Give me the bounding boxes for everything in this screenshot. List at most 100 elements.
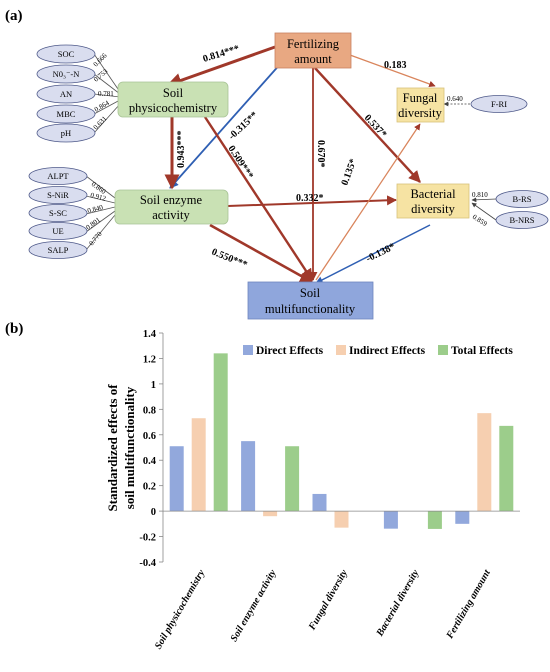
legend-swatch <box>336 345 346 355</box>
x-tick-label: Bacterial diversity <box>374 568 422 640</box>
coef-physico-multi: 0.509*** <box>225 144 255 181</box>
bar-total-effects <box>285 446 299 511</box>
y-ticks: 1.41.210.80.60.40.20-0.2-0.4 <box>139 329 163 569</box>
legend-swatch <box>438 345 448 355</box>
ellipse-salp: SALP <box>29 242 87 259</box>
loading-ssc: 0.840 <box>87 203 105 215</box>
x-tick-label: Fungal diversity <box>306 568 350 633</box>
svg-text:N0₃⁻-N: N0₃⁻-N <box>53 69 80 79</box>
svg-text:B-RS: B-RS <box>513 194 532 204</box>
loading-mbc: 0.864 <box>93 99 111 114</box>
bar-indirect-effects <box>192 418 206 511</box>
coef-bacterial-multi: -0.138* <box>364 241 397 264</box>
box-fertilizing: Fertilizing amount <box>275 33 351 68</box>
y-tick-label: 0.4 <box>143 456 157 467</box>
path-fert-enzyme <box>170 62 282 188</box>
ellipse-fri: F-RI <box>471 96 527 113</box>
loading-ph: 0.631 <box>92 114 109 131</box>
svg-text:physicochemistry: physicochemistry <box>129 101 218 115</box>
y-axis-title-line-2: soil multifunctionality <box>122 386 137 509</box>
legend-label: Indirect Effects <box>349 345 426 357</box>
ellipse-an: AN <box>37 85 95 103</box>
svg-text:multifunctionality: multifunctionality <box>265 302 356 316</box>
y-tick-label: 1.2 <box>143 354 156 365</box>
bar-indirect-effects <box>263 511 277 516</box>
y-axis-title: Standardized effects of soil multifuncti… <box>105 384 137 512</box>
svg-text:Soil enzyme: Soil enzyme <box>140 193 203 207</box>
bar-direct-effects <box>455 511 469 524</box>
ellipse-ue: UE <box>29 223 87 240</box>
svg-text:SALP: SALP <box>48 245 69 255</box>
box-multifunctionality: Soil multifunctionality <box>248 282 373 319</box>
legend-label: Total Effects <box>451 345 513 357</box>
bar-indirect-effects <box>477 413 491 511</box>
svg-text:pH: pH <box>61 128 71 138</box>
svg-text:S-NiR: S-NiR <box>47 190 69 200</box>
svg-text:Bacterial: Bacterial <box>410 187 456 201</box>
bar-direct-effects <box>384 511 398 529</box>
ellipse-bnrs: B-NRS <box>496 212 548 229</box>
bars <box>170 353 514 529</box>
svg-text:amount: amount <box>294 52 332 66</box>
svg-text:Fertilizing: Fertilizing <box>287 37 340 51</box>
y-tick-label: 0.8 <box>143 405 156 416</box>
y-tick-label: 1.4 <box>143 329 157 340</box>
bar-direct-effects <box>241 441 255 511</box>
path-coefficients: 0.814*** 0.183 -0.315** 0.537* 0.670* 0.… <box>176 43 407 270</box>
y-tick-label: 0.6 <box>143 431 156 442</box>
y-tick-label: 0 <box>151 507 156 518</box>
coef-physico-enzyme: 0.943*** <box>176 131 187 169</box>
svg-text:Soil: Soil <box>300 286 321 300</box>
svg-text:B-NRS: B-NRS <box>509 215 534 225</box>
loadings-physico: 0.666 0.753 0.781 0.864 0.631 <box>92 51 114 131</box>
bar-direct-effects <box>313 494 327 511</box>
loadings-enzyme: 0.860 0.912 0.840 0.801 0.770 <box>84 180 107 247</box>
coef-multi-fungal: 0.135* <box>339 157 359 187</box>
svg-text:S-SC: S-SC <box>49 208 67 218</box>
loading-fri: 0.640 <box>447 95 463 103</box>
legend: Direct Effects Indirect Effects Total Effe… <box>243 345 513 357</box>
loading-bnrs: 0.859 <box>471 213 489 228</box>
svg-text:ALPT: ALPT <box>47 171 69 181</box>
bar-indirect-effects <box>335 511 349 528</box>
panel-b-label: (b) <box>5 321 23 337</box>
ellipse-snir: S-NiR <box>29 187 87 204</box>
ellipse-mbc: MBC <box>37 105 95 123</box>
legend-label: Direct Effects <box>256 345 324 357</box>
ellipse-no3: N0₃⁻-N <box>37 65 95 83</box>
bar-total-effects <box>428 511 442 529</box>
ellipse-ph: pH <box>37 124 95 142</box>
coef-enzyme-bacterial: 0.332* <box>296 193 324 204</box>
ellipse-ssc: S-SC <box>29 205 87 222</box>
svg-text:Soil: Soil <box>163 86 184 100</box>
svg-text:F-RI: F-RI <box>491 99 507 109</box>
coef-fert-multi: 0.670* <box>315 140 326 168</box>
loading-an: 0.781 <box>98 90 114 98</box>
box-bacterial: Bacterial diversity <box>397 184 469 218</box>
x-tick-label: Fertilizing amount <box>444 567 493 642</box>
ellipse-alpt: ALPT <box>29 168 87 185</box>
bar-total-effects <box>214 353 228 511</box>
y-tick-label: 0.2 <box>143 482 156 493</box>
svg-text:MBC: MBC <box>57 109 76 119</box>
ellipse-soc: SOC <box>37 45 95 63</box>
bar-direct-effects <box>170 446 184 511</box>
loading-salp: 0.770 <box>87 230 104 248</box>
svg-text:Fungal: Fungal <box>403 91 438 105</box>
svg-text:SOC: SOC <box>58 49 75 59</box>
legend-swatch <box>243 345 253 355</box>
ellipse-brs: B-RS <box>496 191 548 208</box>
coef-fert-fungal: 0.183 <box>384 60 407 71</box>
coef-fert-bacterial: 0.537* <box>362 113 389 141</box>
ellipses-enzyme: ALPT S-NiR S-SC UE SALP <box>29 168 87 259</box>
coef-enzyme-multi: 0.550*** <box>210 247 249 271</box>
svg-text:activity: activity <box>152 208 190 222</box>
loading-brs: 0.810 <box>472 191 488 199</box>
x-tick-label: Soil physicochemistry <box>153 568 208 652</box>
svg-text:diversity: diversity <box>398 106 442 120</box>
svg-text:UE: UE <box>52 226 63 236</box>
bar-total-effects <box>499 426 513 511</box>
box-physico: Soil physicochemistry <box>118 82 228 117</box>
